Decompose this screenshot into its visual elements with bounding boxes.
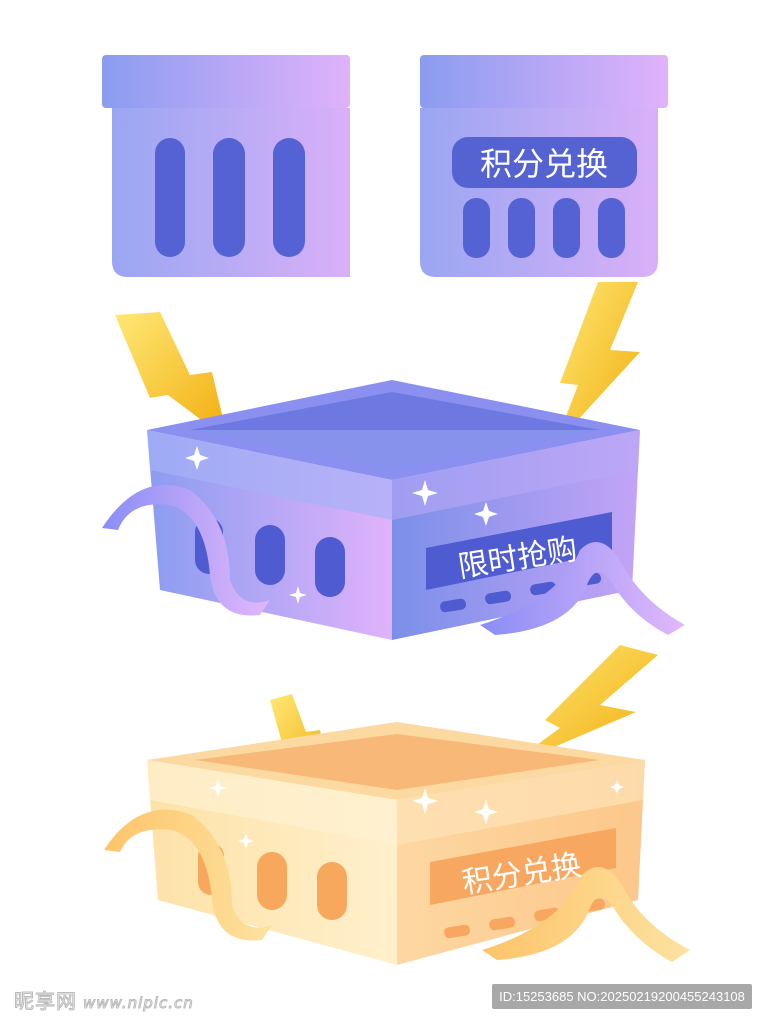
lid-points-exchange: 积分兑换 xyxy=(420,55,668,277)
ribbon xyxy=(480,542,685,635)
watermark-logo-text: 昵享网 xyxy=(14,989,77,1014)
sparkle-icons xyxy=(185,446,624,849)
watermark-url: www.nipic.cn xyxy=(83,994,194,1013)
ribbon xyxy=(104,809,272,941)
yellow-box-open: 积分兑换 xyxy=(104,722,690,965)
ribbon xyxy=(102,484,270,616)
lid-slots xyxy=(102,55,350,277)
lightning-bolt-icon xyxy=(555,282,640,445)
watermark-id: ID:15253685 NO:20250219200455243108 xyxy=(492,984,752,1009)
lightning-bolt-icon xyxy=(115,312,228,440)
ribbon xyxy=(482,867,690,962)
lid-label: 积分兑换 xyxy=(480,145,608,183)
purple-box-open: 限时抢购 xyxy=(102,380,685,640)
watermark-logo: 昵享网 www.nipic.cn xyxy=(14,985,194,1014)
lightning-bolt-icon xyxy=(505,645,658,768)
